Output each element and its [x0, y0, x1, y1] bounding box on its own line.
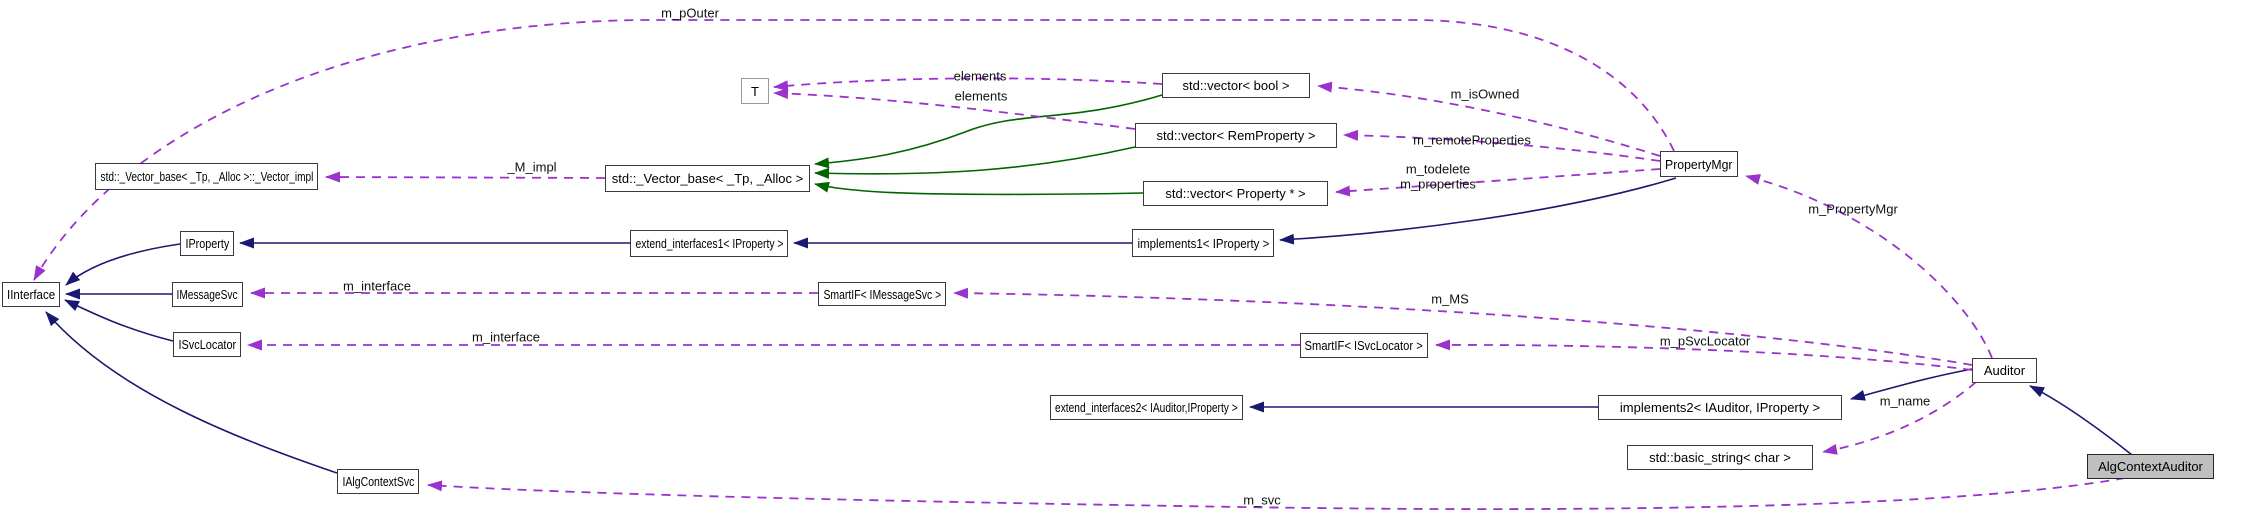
node-std-vector-base-vector-impl[interactable]: std::_Vector_base< _Tp, _Alloc >::_Vecto… [95, 163, 318, 190]
edge-vector-bool-to-vector-base [814, 94, 1163, 169]
edge-ialgcontextsvc-to-iinterface [45, 311, 338, 474]
edge-label-elements-1: elements [953, 68, 1007, 84]
edge-elements-bool-to-t [773, 77, 1163, 92]
edge-m-todelete-m-properties [1335, 168, 1661, 197]
node-std-vector-bool[interactable]: std::vector< bool > [1162, 73, 1310, 98]
edge-label-elements-2: elements [954, 88, 1008, 104]
node-label: implements1< IProperty > [1137, 235, 1269, 251]
node-label: IMessageSvc [176, 287, 239, 302]
edge-vector-remproperty-to-vector-base [814, 146, 1136, 179]
edge-label-m-svc: m_svc [1243, 492, 1281, 508]
edge-m-psvclocator [1435, 339, 1973, 371]
edge-m-remoteproperties [1343, 129, 1661, 162]
node-std-vector-remproperty[interactable]: std::vector< RemProperty > [1135, 123, 1337, 148]
node-label: SmartIF< ISvcLocator > [1304, 338, 1424, 353]
node-extend-interfaces1-iproperty[interactable]: extend_interfaces1< IProperty > [630, 230, 788, 257]
edge-m-ms [953, 287, 1973, 366]
node-algcontextauditor-focus: AlgContextAuditor [2087, 454, 2214, 479]
edge-label-m-remoteproperties: m_remoteProperties [1413, 132, 1531, 148]
node-iproperty[interactable]: IProperty [180, 231, 234, 256]
edge-algcontextauditor-to-auditor [2029, 385, 2133, 456]
node-label: std::_Vector_base< _Tp, _Alloc > [611, 171, 804, 186]
edge-vector-property-to-vector-base [814, 181, 1144, 196]
node-std-vector-property-ptr[interactable]: std::vector< Property * > [1143, 181, 1328, 206]
edge-label-m-propertymgr: m_PropertyMgr [1808, 201, 1898, 217]
edge-label-m-ms: m_MS [1431, 291, 1469, 307]
node-label: T [751, 83, 759, 99]
edge-label-m-todelete: m_todelete [1405, 161, 1471, 177]
node-label: extend_interfaces2< IAuditor,IProperty > [1055, 400, 1238, 415]
node-label: std::vector< bool > [1182, 78, 1290, 93]
node-label: std::vector< Property * > [1165, 186, 1306, 201]
node-label: IInterface [6, 287, 56, 302]
node-auditor[interactable]: Auditor [1972, 358, 2037, 383]
edge-elements-remproperty-to-t [773, 88, 1136, 130]
node-label: AlgContextAuditor [2098, 459, 2203, 474]
node-label: IProperty [185, 236, 229, 251]
edge-label-m-name: m_name [1879, 393, 1931, 409]
edge-isvclocator-to-iinterface [64, 299, 174, 342]
edge-m-propertymgr [1745, 174, 1993, 359]
edge-label-m-pouter: m_pOuter [661, 5, 719, 21]
edge-label-m-isowned: m_isOwned [1450, 86, 1520, 102]
node-ialgcontextsvc[interactable]: IAlgContextSvc [337, 469, 419, 494]
edge-m-pouter [33, 19, 1675, 281]
node-label: PropertyMgr [1665, 156, 1733, 172]
edge-m-name [1822, 381, 1977, 455]
node-label: ISvcLocator [178, 337, 236, 352]
node-label: SmartIF< IMessageSvc > [823, 286, 941, 302]
node-smartif-isvclocator[interactable]: SmartIF< ISvcLocator > [1300, 333, 1428, 358]
edge-propertymgr-to-implements1 [1279, 177, 1677, 245]
node-std-basic-string-char[interactable]: std::basic_string< char > [1627, 445, 1813, 470]
node-iinterface[interactable]: IInterface [2, 282, 60, 307]
edge-label-m-psvclocator: m_pSvcLocator [1659, 333, 1751, 349]
node-label: IAlgContextSvc [342, 474, 414, 489]
node-label: std::vector< RemProperty > [1156, 128, 1316, 143]
edge-m-isowned [1317, 81, 1661, 157]
node-implements2-iauditor-iproperty[interactable]: implements2< IAuditor, IProperty > [1598, 395, 1842, 420]
node-isvclocator[interactable]: ISvcLocator [173, 332, 241, 357]
node-label: extend_interfaces1< IProperty > [635, 236, 784, 251]
node-std-vector-base[interactable]: std::_Vector_base< _Tp, _Alloc > [605, 165, 810, 192]
node-implements1-iproperty[interactable]: implements1< IProperty > [1132, 229, 1274, 257]
edge-m-svc [427, 477, 2126, 511]
edge-label-m-interface-2: m_interface [472, 329, 540, 345]
node-label: std::_Vector_base< _Tp, _Alloc >::_Vecto… [100, 169, 313, 184]
node-template-param-t: T [741, 78, 769, 104]
node-smartif-imessagesvc[interactable]: SmartIF< IMessageSvc > [818, 282, 946, 306]
node-imessagesvc[interactable]: IMessageSvc [172, 282, 243, 307]
edge-iproperty-to-iinterface [65, 243, 181, 286]
node-extend-interfaces2-iauditor-iproperty[interactable]: extend_interfaces2< IAuditor,IProperty > [1050, 395, 1243, 420]
edge-auditor-to-implements2 [1850, 368, 1973, 401]
edge-m-impl [325, 171, 606, 183]
node-label: implements2< IAuditor, IProperty > [1619, 400, 1821, 415]
node-propertymgr[interactable]: PropertyMgr [1660, 151, 1738, 177]
edge-label-m-impl: _M_impl [507, 159, 557, 175]
node-label: Auditor [1983, 363, 2026, 378]
edge-label-m-properties: m_properties [1400, 176, 1476, 192]
node-label: std::basic_string< char > [1649, 450, 1791, 465]
edge-label-m-interface-1: m_interface [343, 278, 411, 294]
